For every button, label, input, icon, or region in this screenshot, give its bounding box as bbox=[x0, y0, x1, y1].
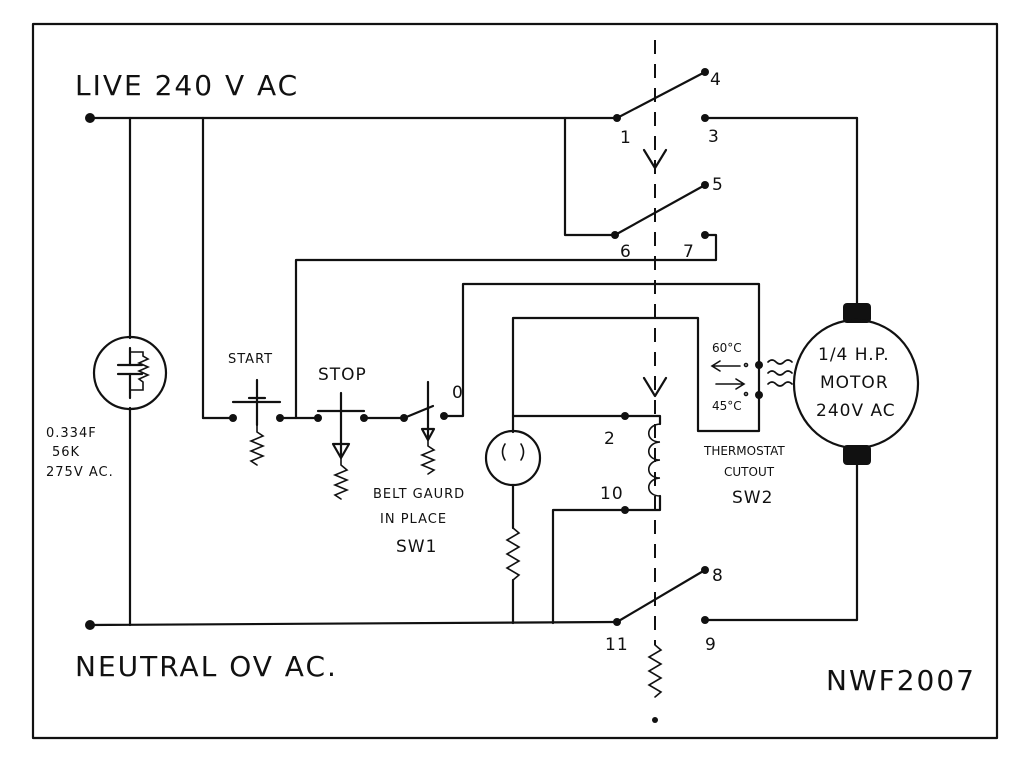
thermostat-cutout bbox=[710, 359, 793, 399]
indicator-lamp bbox=[484, 414, 542, 625]
stop-button bbox=[314, 391, 368, 500]
linkage-arrow-lower bbox=[642, 376, 668, 398]
thermostat-label-2: CUTOUT bbox=[724, 465, 775, 479]
thermostat-coil-wire bbox=[511, 316, 761, 433]
start-button bbox=[229, 378, 284, 466]
return-spring bbox=[647, 644, 663, 698]
terminal-7: 7 bbox=[683, 242, 695, 262]
capacitor-value: 0.334F bbox=[46, 426, 97, 441]
motor-label: MOTOR bbox=[820, 373, 889, 393]
contactor-middle bbox=[563, 116, 709, 239]
thermostat-high: 60°C bbox=[712, 341, 742, 355]
hold-in-wire bbox=[294, 233, 718, 420]
neutral-label: NEUTRAL OV AC. bbox=[75, 650, 338, 683]
motor-voltage: 240V AC bbox=[816, 401, 896, 421]
stop-label: STOP bbox=[318, 365, 367, 385]
live-label: LIVE 240 V AC bbox=[75, 69, 299, 102]
linkage-arrow-upper bbox=[642, 148, 668, 170]
terminal-11: 11 bbox=[605, 635, 629, 655]
terminal-10: 10 bbox=[600, 484, 624, 504]
belt-thermostat-wire bbox=[442, 282, 761, 418]
belt-guard-terminal: 0 bbox=[452, 383, 464, 403]
belt-guard-label-2: IN PLACE bbox=[380, 512, 447, 527]
drawing-border bbox=[31, 22, 999, 740]
belt-guard-label-1: BELT GAURD bbox=[373, 487, 465, 502]
terminal-9: 9 bbox=[705, 635, 717, 655]
belt-guard-switch-label: SW1 bbox=[396, 537, 437, 557]
thermostat-low: 45°C bbox=[712, 399, 742, 413]
terminal-4: 4 bbox=[710, 70, 722, 90]
live-rail bbox=[85, 113, 617, 123]
terminal-2: 2 bbox=[604, 429, 616, 449]
terminal-6: 6 bbox=[620, 242, 632, 262]
motor-rating: 1/4 H.P. bbox=[818, 345, 890, 365]
capacitor-branch bbox=[92, 116, 168, 627]
motor bbox=[792, 303, 920, 465]
terminal-1: 1 bbox=[620, 128, 632, 148]
terminal-5: 5 bbox=[712, 175, 724, 195]
signature: NWF2007 bbox=[826, 664, 976, 697]
contactor-upper bbox=[613, 68, 859, 307]
thermostat-label-1: THERMOSTAT bbox=[703, 444, 785, 458]
capacitor-resistor: 56K bbox=[52, 445, 80, 460]
contactor-lower bbox=[613, 461, 859, 626]
relay-coil bbox=[551, 412, 662, 625]
coil-neutral-wire bbox=[551, 508, 624, 625]
terminal-8: 8 bbox=[712, 566, 724, 586]
terminal-3: 3 bbox=[708, 127, 720, 147]
thermostat-switch: SW2 bbox=[732, 488, 773, 508]
start-label: START bbox=[228, 352, 273, 367]
belt-guard-switch bbox=[400, 380, 448, 475]
neutral-rail bbox=[85, 620, 617, 630]
capacitor-rating: 275V AC. bbox=[46, 465, 114, 480]
